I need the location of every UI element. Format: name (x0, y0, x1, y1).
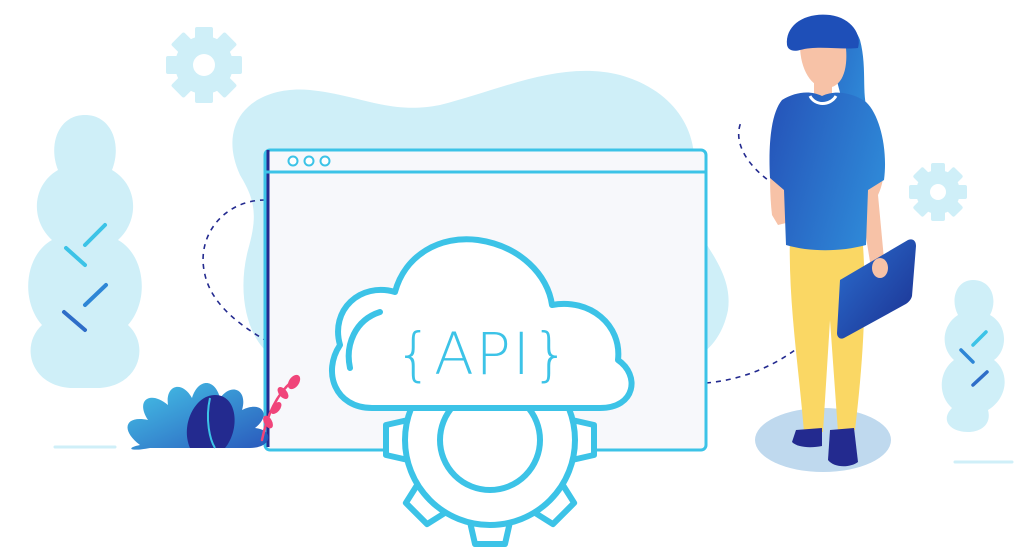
tablet-icon (837, 239, 916, 339)
plant-icon (127, 374, 301, 450)
api-label: {API} (395, 320, 571, 388)
gear-icon (166, 27, 242, 103)
tree-icon (941, 280, 1014, 464)
dashed-connector (737, 119, 776, 186)
person-icon (769, 14, 916, 467)
gear-icon (909, 163, 967, 221)
window-dot (287, 155, 299, 167)
tree-icon (28, 115, 142, 449)
dashed-connector (202, 199, 266, 341)
cloud-icon: {API} (329, 236, 635, 411)
window-dot (319, 155, 331, 167)
dashed-connector (705, 349, 796, 384)
window-dot (303, 155, 315, 167)
